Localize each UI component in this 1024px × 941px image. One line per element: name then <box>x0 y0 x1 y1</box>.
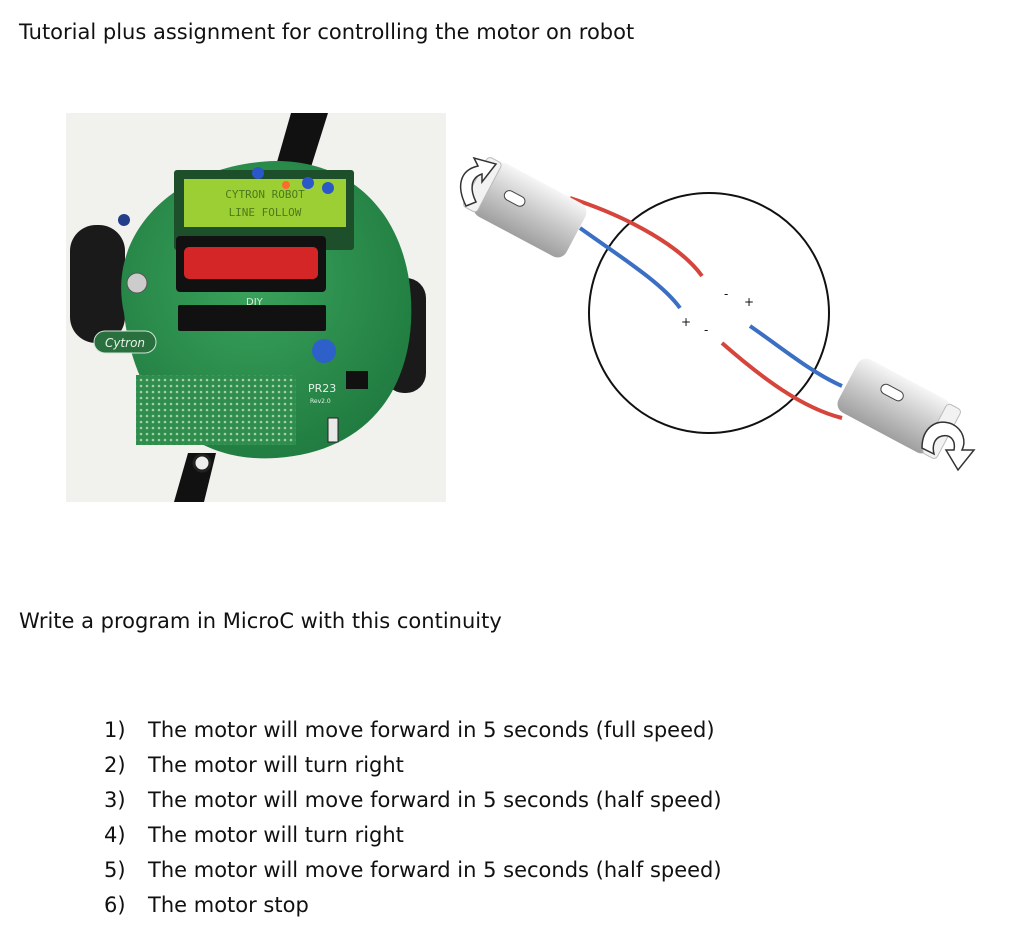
list-item: 3) The motor will move forward in 5 secon… <box>104 786 722 821</box>
robot-photo: CYTRON ROBOT LINE FOLLOW Cytron DIY PR23… <box>66 113 446 502</box>
step-number: 4) <box>104 823 126 847</box>
wire-blue-2 <box>748 324 843 388</box>
lcd-line-1: CYTRON ROBOT <box>225 188 305 201</box>
board-model: PR23 <box>308 382 336 395</box>
assignment-steps: 1) The motor will move forward in 5 secon… <box>104 716 722 926</box>
list-item: 6) The motor stop <box>104 891 722 926</box>
step-text: The motor will move forward in 5 seconds… <box>148 718 715 742</box>
motor-right <box>837 358 961 459</box>
motor-wiring-diagram: - + + - <box>459 156 976 472</box>
terminal-plus-1: + <box>744 295 754 309</box>
assignment-intro: Write a program in MicroC with this cont… <box>19 609 502 633</box>
wire-blue-1 <box>578 226 682 310</box>
terminal-minus-1: - <box>724 287 728 301</box>
terminal-minus-2: - <box>704 323 708 337</box>
step-number: 5) <box>104 858 126 882</box>
rotation-arrow-left <box>459 156 498 207</box>
list-item: 4) The motor will turn right <box>104 821 722 856</box>
wire-red-2 <box>720 341 843 420</box>
left-wheel <box>70 225 125 343</box>
wire-red-1 <box>569 196 704 278</box>
lcd-screen <box>184 179 346 227</box>
list-item: 2) The motor will turn right <box>104 751 722 786</box>
battery <box>184 247 318 279</box>
board-label: DIY <box>246 297 264 308</box>
board-brand: Cytron <box>105 336 145 350</box>
microcontroller-chip <box>178 305 326 331</box>
terminal-plus-2: + <box>681 315 691 329</box>
step-number: 3) <box>104 788 126 812</box>
step-number: 6) <box>104 893 126 917</box>
prototype-area <box>136 375 296 445</box>
rotation-arrow-right <box>921 421 976 472</box>
step-text: The motor will turn right <box>148 753 404 777</box>
connection-circle <box>588 192 830 434</box>
step-number: 1) <box>104 718 126 742</box>
board-rev: Rev2.0 <box>310 398 331 405</box>
step-number: 2) <box>104 753 126 777</box>
list-item: 1) The motor will move forward in 5 secon… <box>104 716 722 751</box>
step-text: The motor will turn right <box>148 823 404 847</box>
step-text: The motor stop <box>148 893 309 917</box>
step-text: The motor will move forward in 5 seconds… <box>148 788 722 812</box>
page-title: Tutorial plus assignment for controlling… <box>19 20 635 44</box>
lcd-line-2: LINE FOLLOW <box>229 206 302 219</box>
step-text: The motor will move forward in 5 seconds… <box>148 858 722 882</box>
list-item: 5) The motor will move forward in 5 secon… <box>104 856 722 891</box>
potentiometer <box>312 339 336 363</box>
